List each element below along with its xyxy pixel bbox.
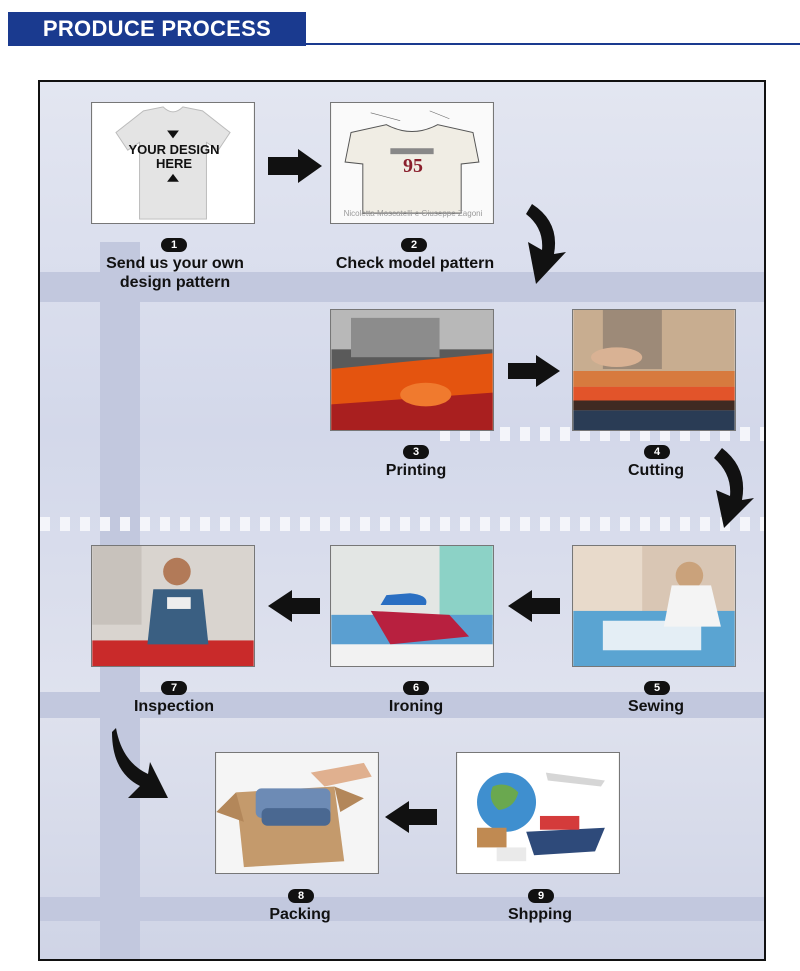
step-8-photo <box>215 752 379 874</box>
design-text-line1: YOUR DESIGN <box>128 142 220 157</box>
packing-image <box>216 753 378 873</box>
cutting-image <box>573 310 735 430</box>
sketch-number: 95 <box>403 155 423 177</box>
design-text-line2: HERE <box>155 156 193 171</box>
page-title: PRODUCE PROCESS <box>8 12 306 46</box>
step-5-number: 5 <box>644 681 670 695</box>
arrow-right-icon <box>268 149 322 183</box>
background-road <box>40 897 764 921</box>
step-1-label-line1: Send us your own <box>106 255 244 272</box>
arrow-right-icon <box>508 355 560 387</box>
step-9-photo <box>456 752 620 874</box>
step-5-photo <box>572 545 736 667</box>
step-7-label: Inspection <box>133 698 214 715</box>
step-7-number: 7 <box>161 681 187 695</box>
step-6-number: 6 <box>403 681 429 695</box>
sketch-caption: Nicoletta Moscatelli e Giuseppe Zagoni <box>343 209 483 218</box>
sewing-image <box>573 546 735 666</box>
arrow-left-icon <box>268 590 320 622</box>
inspection-image <box>92 546 254 666</box>
step-1-photo: YOUR DESIGN HERE <box>91 102 255 224</box>
step-3-label: Printing <box>385 462 447 479</box>
curved-arrow-down-icon <box>714 448 754 528</box>
curved-arrow-down-icon <box>112 728 168 798</box>
step-9-label: Shpping <box>508 906 572 923</box>
shipping-image <box>457 753 619 873</box>
step-1-label: Send us your own design pattern <box>80 254 270 292</box>
step-6-label: Ironing <box>388 698 444 715</box>
header-divider <box>306 43 800 45</box>
ironing-image <box>331 546 493 666</box>
step-2-label: Check model pattern <box>335 255 495 272</box>
step-6-photo <box>330 545 494 667</box>
background-road <box>40 272 764 302</box>
arrow-left-icon <box>385 801 437 833</box>
step-5-label: Sewing <box>627 698 684 715</box>
step-1-number: 1 <box>161 238 187 252</box>
step-8-label: Packing <box>269 906 331 923</box>
step-1-label-line2: design pattern <box>119 274 231 291</box>
arrow-left-icon <box>508 590 560 622</box>
pattern-sketch-image <box>331 103 493 223</box>
step-8-number: 8 <box>288 889 314 903</box>
step-3-photo <box>330 309 494 431</box>
step-4-number: 4 <box>644 445 670 459</box>
step-2-number: 2 <box>401 238 427 252</box>
curved-arrow-down-icon <box>526 204 566 284</box>
step-4-photo <box>572 309 736 431</box>
printing-image <box>331 310 493 430</box>
step-2-photo: 95 Nicoletta Moscatelli e Giuseppe Zagon… <box>330 102 494 224</box>
background-road <box>40 692 764 718</box>
step-3-number: 3 <box>403 445 429 459</box>
page-header: PRODUCE PROCESS <box>0 0 800 46</box>
step-7-photo <box>91 545 255 667</box>
tshirt-icon <box>92 103 254 223</box>
step-4-label: Cutting <box>628 462 684 479</box>
background-crosswalk <box>40 517 764 531</box>
step-9-number: 9 <box>528 889 554 903</box>
